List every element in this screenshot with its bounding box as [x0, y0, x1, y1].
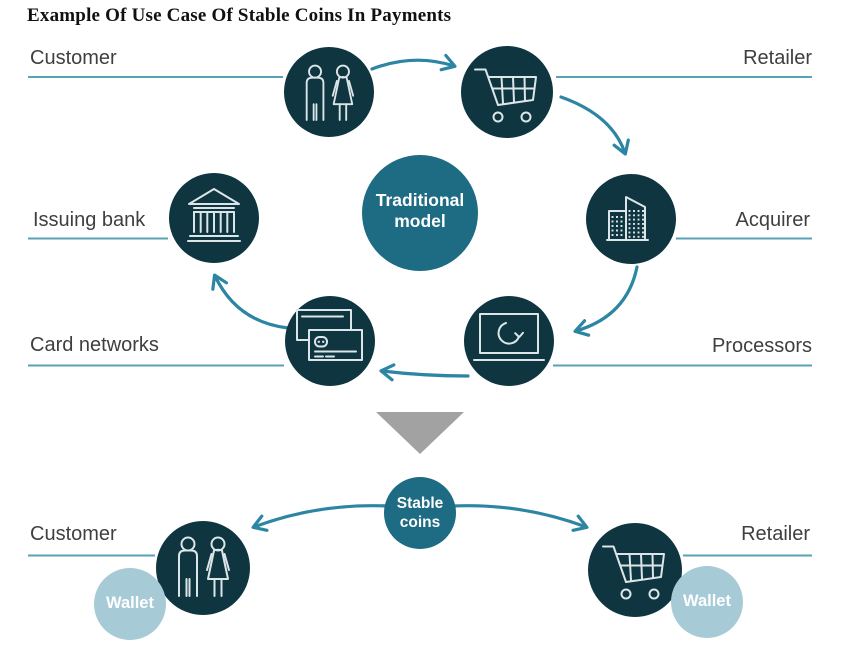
node-processors	[464, 296, 554, 386]
node-retailer-stablecoin	[588, 523, 682, 617]
label-retailer-traditional: Retailer	[743, 47, 812, 69]
node-underlines	[28, 76, 812, 557]
label-processors: Processors	[711, 335, 812, 357]
label-customer-stablecoin: Customer	[30, 523, 117, 545]
arrow-processors-to-card-networks	[380, 369, 470, 378]
arrow-retailer-to-acquirer	[559, 95, 627, 155]
wallet-circle-customer	[94, 568, 166, 640]
label-card-networks: Card networks	[30, 334, 159, 356]
label-issuing-bank: Issuing bank	[33, 209, 146, 231]
stable-coins-circle	[384, 477, 456, 549]
wallet-badge-retailer: Wallet	[683, 592, 731, 610]
node-issuing-bank	[169, 173, 259, 263]
node-retailer-traditional	[461, 46, 553, 138]
label-acquirer: Acquirer	[735, 209, 810, 231]
node-customer-stablecoin	[156, 521, 250, 615]
stablecoin-flow-arrows	[252, 504, 588, 529]
node-acquirer	[586, 174, 676, 264]
node-customer-traditional	[284, 47, 374, 137]
traditional-flow-arrows	[213, 58, 639, 378]
stable-coins-label: Stable coins	[396, 495, 444, 531]
arrow-card-networks-to-issuing-bank	[213, 274, 290, 330]
arrow-acquirer-to-processors	[574, 265, 639, 333]
node-card-networks	[285, 296, 375, 386]
traditional-model-circle	[362, 155, 478, 271]
label-retailer-stablecoin: Retailer	[741, 523, 810, 545]
page-title: Example Of Use Case Of Stable Coins In P…	[27, 5, 452, 26]
arrow-stablecoins-to-customer	[252, 504, 390, 529]
down-triangle-divider	[376, 412, 464, 454]
label-customer-traditional: Customer	[30, 47, 117, 69]
wallet-circle-retailer	[671, 566, 743, 638]
wallet-badge-customer: Wallet	[106, 594, 154, 612]
traditional-model-label: Traditional model	[375, 190, 465, 232]
arrow-stablecoins-to-retailer	[450, 504, 588, 529]
arrow-customer-to-retailer	[370, 58, 456, 71]
